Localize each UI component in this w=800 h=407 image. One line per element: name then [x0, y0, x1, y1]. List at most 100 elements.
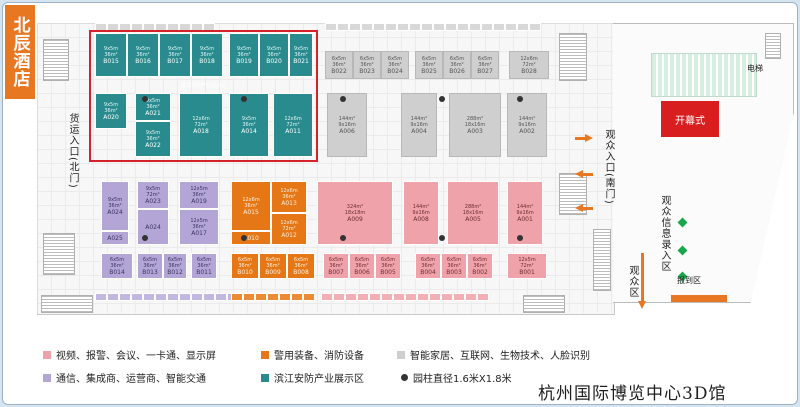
standard-booth[interactable]	[325, 23, 337, 31]
standard-booth[interactable]	[417, 293, 429, 301]
standard-booth[interactable]	[95, 293, 107, 301]
standard-booth[interactable]	[131, 293, 143, 301]
standard-booth[interactable]	[203, 293, 215, 301]
standard-booth[interactable]	[517, 23, 529, 31]
standard-booth[interactable]	[433, 23, 445, 31]
standard-booth[interactable]	[381, 293, 393, 301]
standard-booth[interactable]	[255, 293, 267, 301]
standard-booth[interactable]	[337, 23, 349, 31]
standard-booth[interactable]	[333, 293, 345, 301]
standard-booth[interactable]	[477, 293, 489, 301]
standard-booth[interactable]	[385, 23, 397, 31]
standard-booth[interactable]	[397, 23, 409, 31]
standard-booth[interactable]	[345, 293, 357, 301]
standard-booth[interactable]	[291, 293, 303, 301]
standard-booth[interactable]	[303, 293, 315, 301]
standard-booth[interactable]	[441, 293, 453, 301]
standard-booth[interactable]	[369, 293, 381, 301]
standard-booth[interactable]	[279, 293, 291, 301]
standard-booth[interactable]	[179, 293, 191, 301]
standard-booth[interactable]	[469, 23, 481, 31]
standard-booth[interactable]	[465, 293, 477, 301]
standard-booth[interactable]	[107, 293, 119, 301]
standard-booth[interactable]	[243, 293, 255, 301]
standard-booth[interactable]	[505, 23, 517, 31]
standard-booth[interactable]	[429, 293, 441, 301]
standard-booth[interactable]	[167, 293, 179, 301]
standard-booth[interactable]	[529, 23, 541, 31]
booth-a010[interactable]: A010	[231, 231, 271, 245]
standard-booth[interactable]	[409, 23, 421, 31]
standard-booth[interactable]	[267, 293, 279, 301]
standard-booth[interactable]	[493, 23, 505, 31]
standard-booth[interactable]	[453, 293, 465, 301]
standard-booth[interactable]	[349, 23, 361, 31]
standard-booth[interactable]	[119, 293, 131, 301]
standard-booth[interactable]	[215, 293, 227, 301]
booth-a025[interactable]: A025	[101, 231, 129, 245]
standard-booth[interactable]	[191, 293, 203, 301]
standard-booth[interactable]	[393, 293, 405, 301]
standard-booth[interactable]	[373, 23, 385, 31]
standard-booth[interactable]	[457, 23, 469, 31]
standard-booth[interactable]	[143, 293, 155, 301]
standard-booth[interactable]	[405, 293, 417, 301]
standard-booth[interactable]	[321, 293, 333, 301]
standard-booth[interactable]	[231, 293, 243, 301]
standard-booth[interactable]	[361, 23, 373, 31]
standard-booth[interactable]	[357, 293, 369, 301]
standard-booth[interactable]	[445, 23, 457, 31]
standard-booth[interactable]	[155, 293, 167, 301]
standard-booth[interactable]	[481, 23, 493, 31]
standard-booth[interactable]	[421, 23, 433, 31]
